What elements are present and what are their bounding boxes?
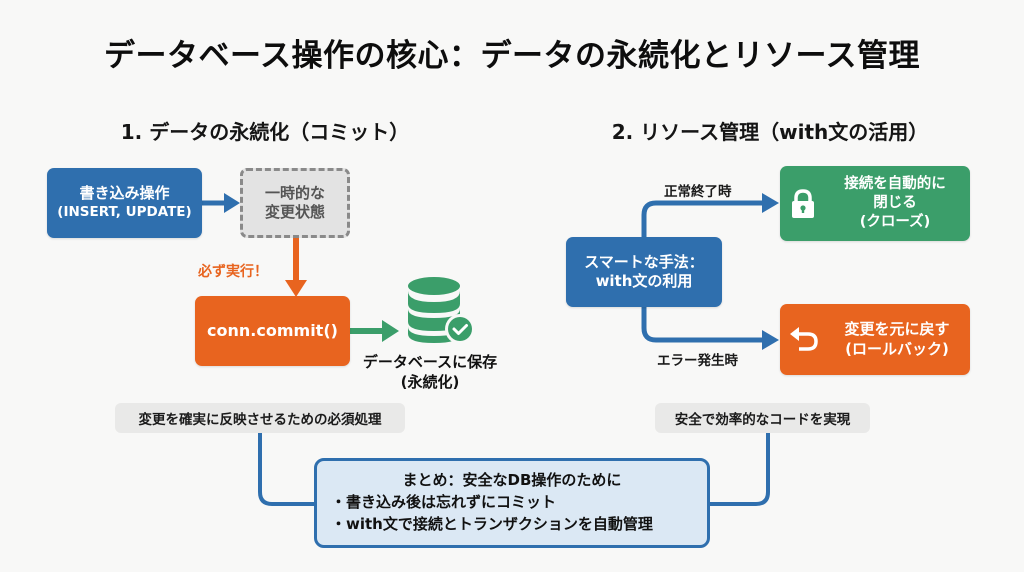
section2-heading: 2. リソース管理（with文の活用） [611, 120, 929, 144]
close-box-line1: 接続を自動的に [844, 176, 946, 193]
temp-box-line2: 変更状態 [264, 203, 325, 221]
connector-note-left-to-summary [258, 433, 314, 506]
section2-note: 安全で効率的なコードを実現 [655, 403, 870, 433]
rollback-box: 変更を元に戻す (ロールバック) [780, 304, 970, 375]
page-title: データベース操作の核心：データの永続化とリソース管理 [104, 38, 920, 74]
summary-heading: まとめ：安全なDB操作のために [402, 471, 622, 490]
db-save-label: データベースに保存 (永続化) [355, 352, 505, 393]
commit-box: conn.commit() [195, 296, 350, 366]
commit-label: conn.commit() [207, 320, 338, 340]
error-occurred-label: エラー発生時 [657, 353, 738, 369]
smart-box-line1: スマートな手法： [584, 252, 704, 271]
summary-box: まとめ：安全なDB操作のために ・書き込み後は忘れずにコミット ・with文で接… [314, 458, 710, 548]
arrow-write-to-temp [202, 193, 240, 213]
arrow-commit-to-db [350, 320, 399, 342]
rollback-box-line2: (ロールバック) [845, 339, 949, 358]
auto-close-box: 接続を自動的に 閉じる (クローズ) [780, 166, 970, 241]
smart-box-line2: with文の利用 [595, 272, 693, 290]
temp-box-line1: 一時的な [264, 183, 325, 202]
summary-bullet: ・with文で接続とトランザクションを自動管理 [331, 514, 653, 533]
db-label-line2: (永続化) [400, 373, 460, 392]
connector-note-right-to-summary [710, 433, 770, 506]
rollback-box-line1: 変更を元に戻す [844, 320, 950, 338]
temporary-state-box: 一時的な 変更状態 [240, 168, 350, 238]
arrow-smart-to-close [641, 193, 779, 237]
write-operation-box: 書き込み操作 (INSERT, UPDATE) [47, 168, 202, 238]
must-execute-label: 必ず実行！ [198, 264, 268, 280]
lock-icon [786, 188, 820, 219]
write-box-line1: 書き込み操作 [79, 184, 170, 203]
undo-arrow-icon [784, 326, 824, 353]
arrow-smart-to-rollback [641, 307, 779, 350]
arrow-temp-to-commit [285, 238, 307, 297]
write-box-line2: (INSERT, UPDATE) [57, 203, 192, 220]
database-check-icon [402, 274, 478, 346]
close-box-line3: (クローズ) [859, 213, 931, 230]
section1-heading: 1. データの永続化（コミット） [120, 120, 410, 144]
smart-method-box: スマートな手法： with文の利用 [566, 237, 722, 307]
normal-exit-label: 正常終了時 [664, 184, 732, 200]
summary-bullet: ・書き込み後は忘れずにコミット [331, 493, 557, 512]
section1-note: 変更を確実に反映させるための必須処理 [115, 403, 405, 433]
close-box-line2: 閉じる [873, 195, 917, 212]
db-label-line1: データベースに保存 [362, 353, 498, 371]
